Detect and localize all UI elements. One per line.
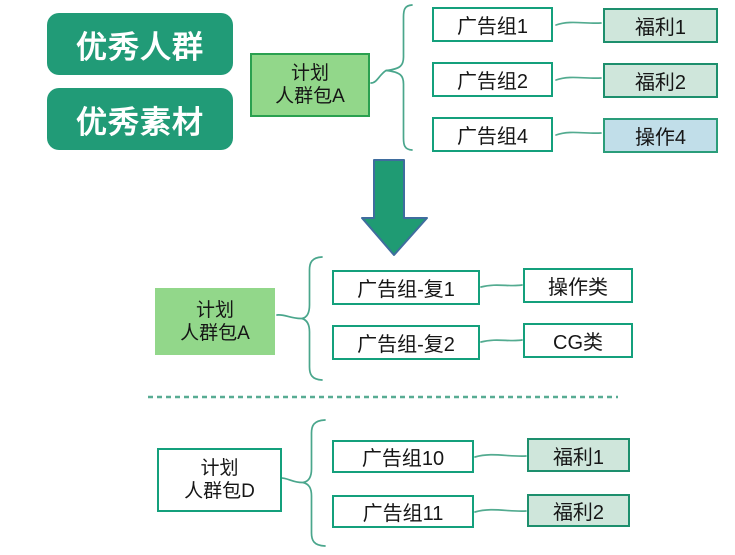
adgroup-dup2-box: 广告组-复2 (332, 325, 480, 360)
welfare-2-box: 福利2 (603, 63, 718, 98)
welfare-2-bottom-box: 福利2 (527, 494, 630, 527)
connector-group1-welfare1 (555, 21, 602, 26)
plan-a-mid-line2: 人群包A (180, 322, 250, 344)
highlight-material-label: 优秀素材 (47, 88, 233, 150)
adgroup-2-box: 广告组2 (432, 62, 553, 97)
adgroup-dup1-box: 广告组-复1 (332, 270, 480, 305)
plan-a-top-line2: 人群包A (275, 86, 345, 107)
plan-a-top-box: 计划 人群包A (250, 53, 370, 117)
connector-group4-operation4 (555, 131, 602, 136)
welfare-1-box: 福利1 (603, 8, 718, 43)
operation-type-box: 操作类 (523, 268, 633, 303)
connector-group2-welfare2 (555, 76, 602, 81)
plan-a-top-line1: 计划 (290, 63, 329, 84)
adgroup-1-box: 广告组1 (432, 7, 553, 42)
adgroup-11-box: 广告组11 (332, 495, 474, 528)
plan-a-mid-line1: 计划 (195, 299, 234, 321)
brace-section-3 (302, 419, 326, 547)
down-arrow (361, 159, 428, 256)
plan-d-line2: 人群包D (184, 481, 255, 502)
plan-d-box: 计划 人群包D (157, 448, 282, 512)
brace-section-1 (385, 4, 413, 151)
highlight-audience-label: 优秀人群 (47, 13, 233, 75)
brace-section-2 (301, 256, 323, 381)
plan-a-mid-connector (276, 314, 303, 320)
cg-type-box: CG类 (523, 323, 633, 358)
plan-a-mid-box: 计划 人群包A (155, 288, 275, 355)
adgroup-10-box: 广告组10 (332, 440, 474, 473)
connector-dup1-operation (480, 284, 523, 288)
welfare-1-bottom-box: 福利1 (527, 438, 630, 472)
connector-group11-welfare2 (474, 508, 527, 513)
plan-d-line1: 计划 (200, 458, 239, 479)
connector-group10-welfare1 (474, 453, 527, 458)
adgroup-4-box: 广告组4 (432, 117, 553, 152)
plan-d-connector (278, 477, 304, 484)
operation-4-box: 操作4 (603, 118, 718, 153)
connector-dup2-cg (480, 339, 523, 343)
plan-a-top-connector (370, 69, 387, 84)
